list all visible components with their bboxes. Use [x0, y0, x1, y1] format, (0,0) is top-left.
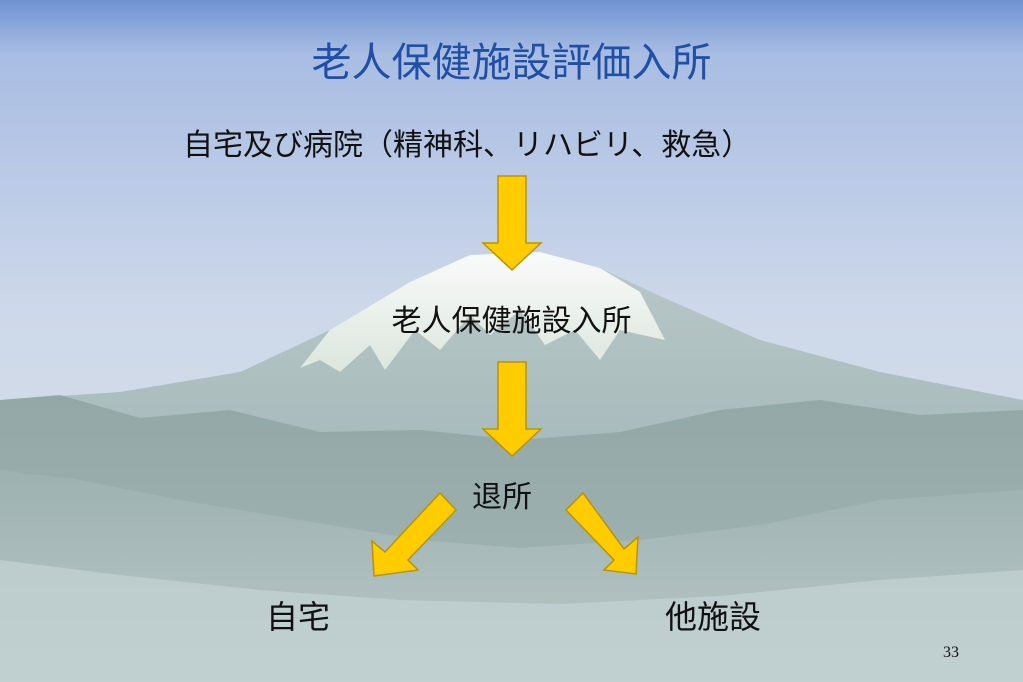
down-arrow-icon [481, 175, 543, 272]
destination-other-facility-label: 他施設 [665, 598, 762, 636]
slide-title: 老人保健施設評価入所 [311, 40, 712, 86]
ridge-icon [0, 560, 1023, 682]
destination-home-label: 自宅 [266, 598, 331, 636]
down-arrow-icon [481, 361, 543, 458]
down-right-arrow-icon [564, 491, 639, 575]
snow-cap-icon [300, 252, 665, 372]
admission-label: 老人保健施設入所 [391, 304, 632, 339]
page-number: 33 [943, 644, 959, 661]
origin-label: 自宅及び病院（精神科、リハビリ、救急） [183, 128, 752, 163]
down-left-arrow-icon [371, 491, 458, 577]
discharge-label: 退所 [472, 480, 532, 515]
